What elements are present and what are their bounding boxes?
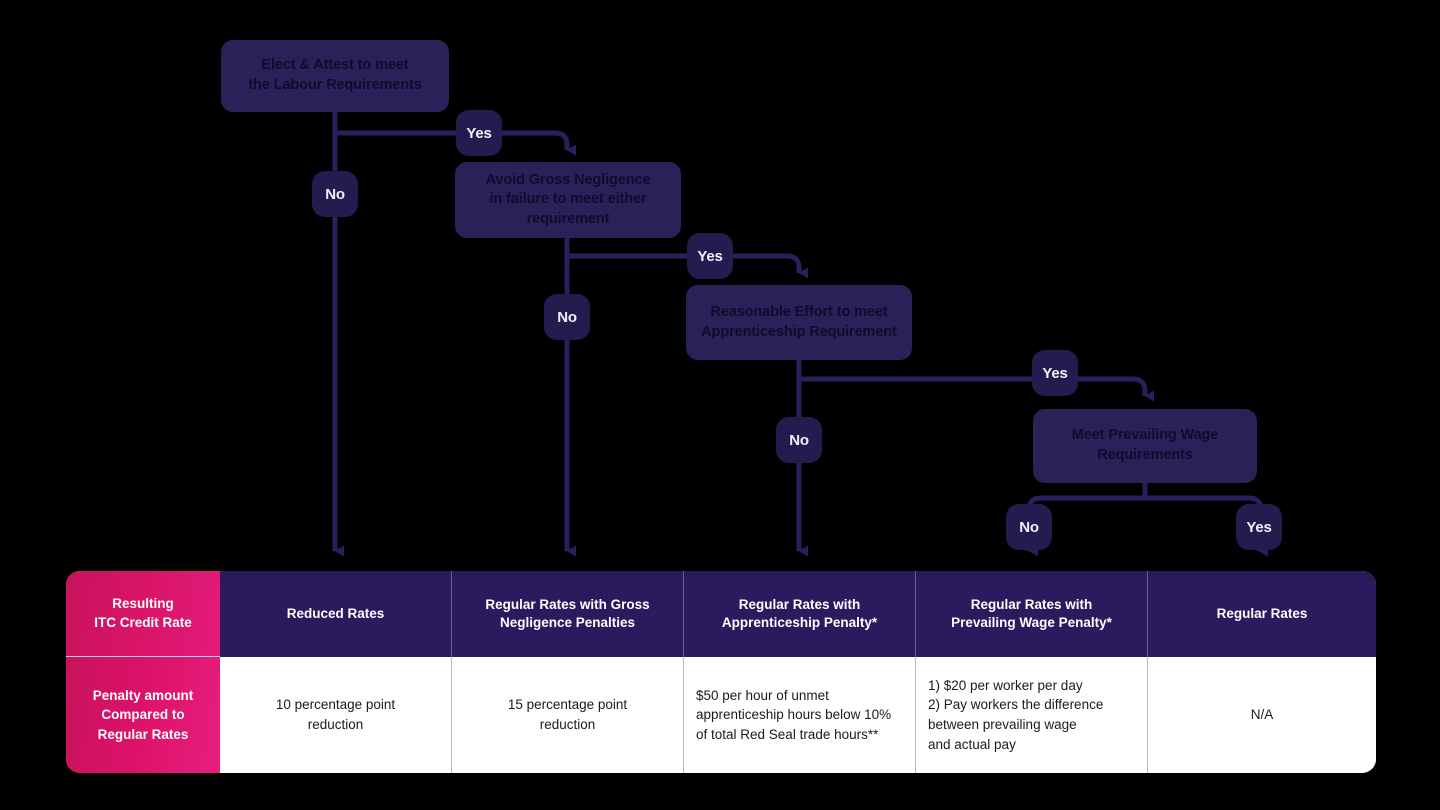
node-reasonable-effort-apprenticeship[interactable]: Reasonable Effort to meet Apprenticeship…	[686, 285, 912, 360]
wire-elect-yes	[335, 130, 576, 156]
table-header-regular-rates: Regular Rates	[1148, 571, 1376, 657]
node-meet-prevailing-wage[interactable]: Meet Prevailing Wage Requirements	[1033, 409, 1257, 483]
node-elect-attest[interactable]: Elect & Attest to meet the Labour Requir…	[221, 40, 449, 112]
wire-negligence-yes	[567, 253, 808, 279]
node-elect-attest-label: Elect & Attest to meet the Labour Requir…	[248, 57, 422, 93]
table-column-prevailing-wage-penalty: Regular Rates with Prevailing Wage Penal…	[916, 571, 1148, 773]
table-header-resulting-itc-credit-rate: Resulting ITC Credit Rate	[66, 571, 220, 657]
table-column-gross-negligence: Regular Rates with Gross Negligence Pena…	[452, 571, 684, 773]
node-reasonable-effort-apprenticeship-label: Reasonable Effort to meet Apprenticeship…	[701, 303, 897, 340]
table-body-gross-negligence: 15 percentage point reduction	[452, 657, 684, 773]
table-body-reduced-rates: 10 percentage point reduction	[220, 657, 452, 773]
badge-negligence-yes[interactable]: Yes	[687, 233, 733, 279]
badge-wage-no[interactable]: No	[1006, 504, 1052, 550]
badge-elect-yes[interactable]: Yes	[456, 110, 502, 156]
badge-apprentice-yes[interactable]: Yes	[1032, 350, 1078, 396]
badge-negligence-no[interactable]: No	[544, 294, 590, 340]
table-header-prevailing-wage-penalty: Regular Rates with Prevailing Wage Penal…	[916, 571, 1148, 657]
node-meet-prevailing-wage-label: Meet Prevailing Wage Requirements	[1071, 427, 1219, 463]
table-column-regular-rates: Regular Rates N/A	[1148, 571, 1376, 773]
node-avoid-gross-negligence[interactable]: Avoid Gross Negligence in failure to mee…	[455, 162, 681, 238]
table-column-apprenticeship-penalty: Regular Rates with Apprenticeship Penalt…	[684, 571, 916, 773]
wire-apprentice-yes	[799, 376, 1154, 402]
table-body-regular-rates: N/A	[1148, 657, 1376, 773]
node-avoid-gross-negligence-label: Avoid Gross Negligence in failure to mee…	[485, 171, 651, 227]
resulting-rate-table: Resulting ITC Credit Rate Penalty amount…	[66, 571, 1376, 773]
table-header-reduced-rates: Reduced Rates	[220, 571, 452, 657]
table-body-penalty-amount: Penalty amount Compared to Regular Rates	[66, 657, 220, 773]
badge-wage-yes[interactable]: Yes	[1236, 504, 1282, 550]
table-column-label: Resulting ITC Credit Rate Penalty amount…	[66, 571, 220, 773]
badge-elect-no[interactable]: No	[312, 171, 358, 217]
table-column-reduced-rates: Reduced Rates 10 percentage point reduct…	[220, 571, 452, 773]
table-body-apprenticeship-penalty: $50 per hour of unmet apprenticeship hou…	[684, 657, 916, 773]
table-header-apprenticeship-penalty: Regular Rates with Apprenticeship Penalt…	[684, 571, 916, 657]
table-body-prevailing-wage-penalty: 1) $20 per worker per day 2) Pay workers…	[916, 657, 1148, 773]
badge-apprentice-no[interactable]: No	[776, 417, 822, 463]
table-header-gross-negligence: Regular Rates with Gross Negligence Pena…	[452, 571, 684, 657]
